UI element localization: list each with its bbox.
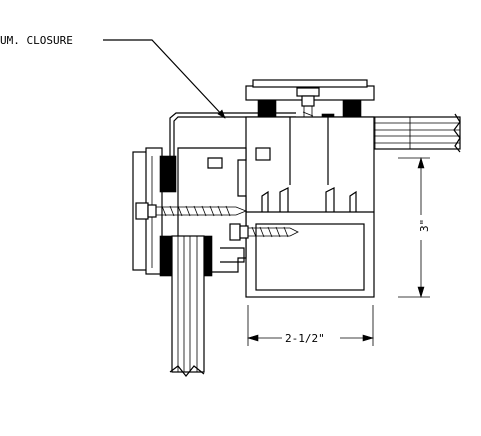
aluminum-closure: [169, 112, 296, 190]
closure-callout: UM. CLOSURE: [0, 34, 226, 119]
height-dimension: 3": [398, 156, 431, 299]
width-dimension-label: 2-1/2": [285, 332, 325, 345]
lower-glass-unit: [169, 235, 205, 377]
horizontal-screw-upper: [135, 202, 248, 220]
width-dimension: 2-1/2": [246, 305, 375, 346]
closure-callout-label: UM. CLOSURE: [0, 34, 73, 47]
height-dimension-label: 3": [418, 219, 431, 232]
mullion-tube: [245, 116, 375, 298]
horizontal-screw-lower: [229, 223, 299, 241]
